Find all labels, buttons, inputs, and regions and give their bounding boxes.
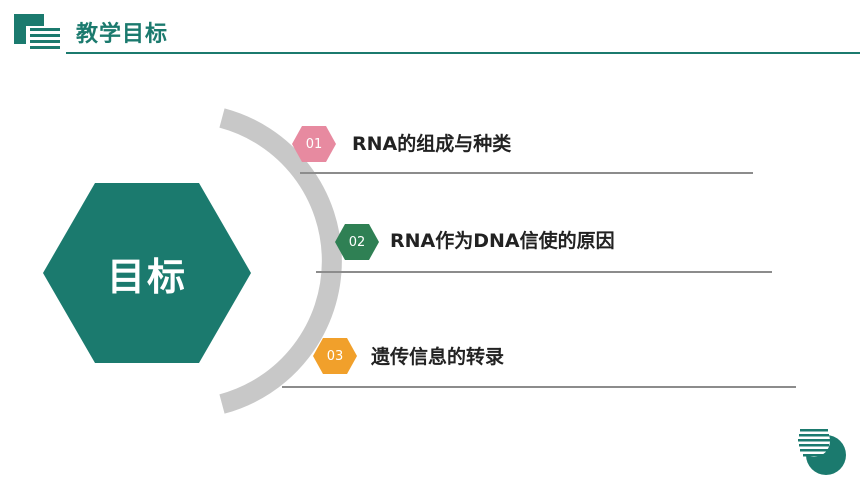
item-01-text: RNA的组成与种类 [352,133,512,155]
item-02-text: RNA作为DNA信使的原因 [390,230,615,252]
badge-03-shape [313,338,357,374]
badge-02-number: 02 [348,234,366,250]
header-logo-icon [14,14,60,52]
page-title: 教学目标 [76,22,169,47]
decorative-arc [219,108,342,414]
header-underline [66,52,860,54]
item-03-text: 遗传信息的转录 [371,346,505,368]
badge-03-number: 03 [326,348,344,364]
hexagon-label: 目标 [106,254,187,299]
badge-01-number: 01 [305,136,323,152]
item-01-divider [300,172,753,174]
item-03-divider [282,386,796,388]
item-02-divider [316,271,772,273]
badge-01-shape [292,126,336,162]
badge-02-shape [335,224,379,260]
corner-circles-icon [798,425,846,475]
objectives-hexagon [43,183,251,363]
